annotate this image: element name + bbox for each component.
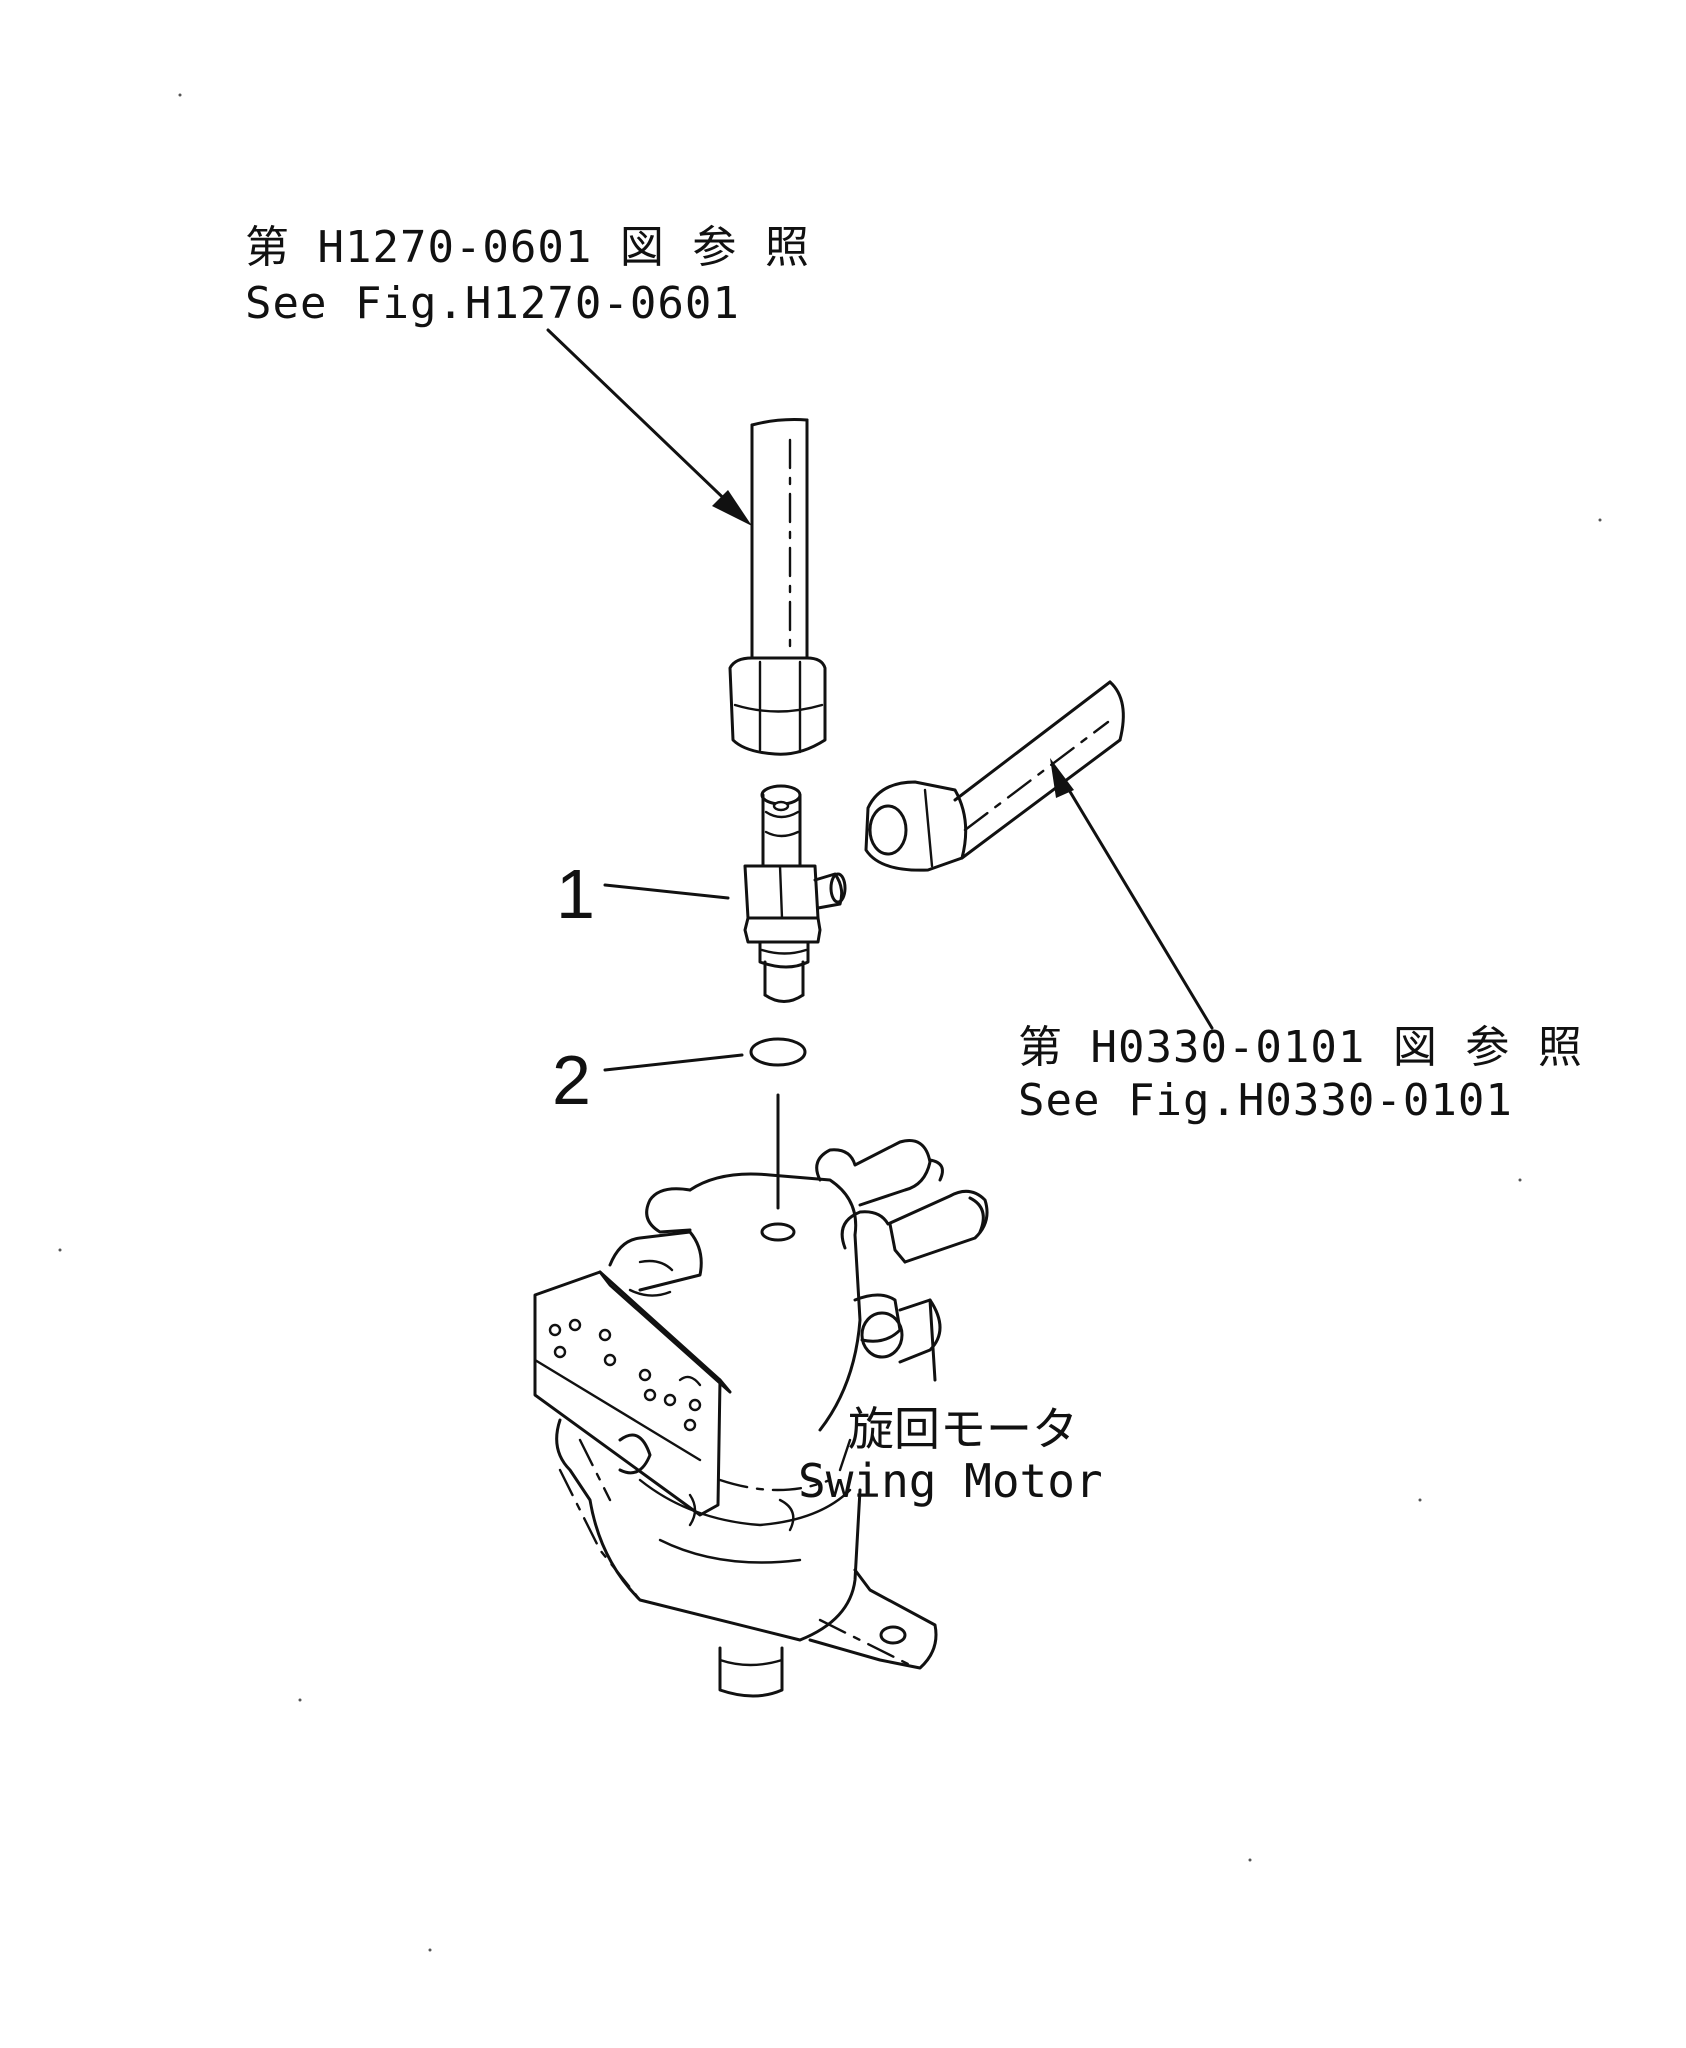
swing-motor-label[interactable]: 旋回モータ Swing Motor xyxy=(798,1402,1103,1508)
swing-motor-jp: 旋回モータ xyxy=(848,1402,1078,1456)
part-1-tee-fitting[interactable] xyxy=(743,784,847,1003)
callout-1[interactable]: 1 xyxy=(556,855,730,933)
top-reference-jp: 第 H1270-0601 図 参 照 xyxy=(245,222,810,273)
top-reference-label[interactable]: 第 H1270-0601 図 参 照 See Fig.H1270-0601 xyxy=(245,222,810,329)
top-reference-leader xyxy=(546,328,752,526)
swing-motor xyxy=(533,1139,989,1698)
scan-noise xyxy=(58,93,1602,1952)
vertical-hose xyxy=(728,418,827,756)
angled-hose xyxy=(864,680,1125,872)
right-reference-label[interactable]: 第 H0330-0101 図 参 照 See Fig.H0330-0101 xyxy=(1018,1022,1583,1126)
callout-2[interactable]: 2 xyxy=(552,1041,744,1119)
right-reference-en: See Fig.H0330-0101 xyxy=(1018,1075,1513,1126)
callout-1-number: 1 xyxy=(556,855,595,933)
top-reference-en: See Fig.H1270-0601 xyxy=(245,278,740,329)
swing-motor-en: Swing Motor xyxy=(798,1454,1103,1508)
part-2-o-ring[interactable] xyxy=(749,1037,807,1067)
callout-2-number: 2 xyxy=(552,1041,591,1119)
right-reference-jp: 第 H0330-0101 図 参 照 xyxy=(1018,1022,1583,1073)
right-reference-leader xyxy=(1050,758,1214,1030)
